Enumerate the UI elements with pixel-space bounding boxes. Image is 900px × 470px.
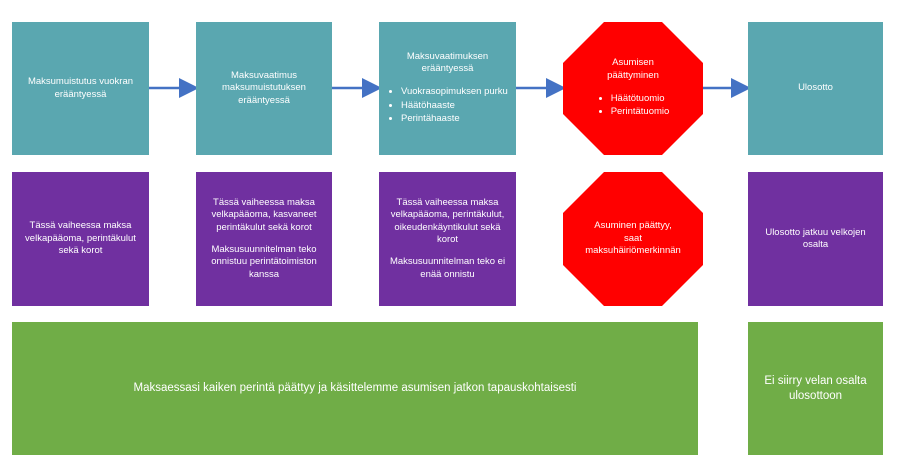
list-item: Perintähaaste: [401, 113, 508, 125]
info-box-1: Tässä vaiheessa maksa velkapääoma, perin…: [12, 172, 149, 306]
info-box-1-text: Tässä vaiheessa maksa velkapääoma, perin…: [25, 220, 136, 257]
step-enforcement: Ulosotto: [748, 22, 883, 155]
step-housing-ends-list: Häätötuomio Perintätuomio: [597, 92, 670, 120]
step-demand-due-title: Maksuvaatimuksen erääntyessä: [406, 50, 489, 74]
step-payment-demand-label: Maksuvaatimus maksumuistutuksen erääntye…: [222, 69, 306, 106]
outcome-no-enforcement-text: Ei siirry velan osalta ulosottoon: [764, 374, 867, 402]
list-item: Perintätuomio: [611, 106, 670, 118]
info-box-3-text-1: Tässä vaiheessa maksa velkapääoma, perin…: [390, 196, 505, 245]
list-item: Häätötuomio: [611, 93, 670, 105]
octagon-stop-1: [563, 22, 703, 155]
info-box-5: Ulosotto jatkuu velkojen osalta: [748, 172, 883, 306]
info-box-3: Tässä vaiheessa maksa velkapääoma, perin…: [379, 172, 516, 306]
info-box-2-text-2: Maksusuunnitelman teko onnistuu perintät…: [211, 244, 317, 280]
step-housing-ends: Asumisen päättyminen Häätötuomio Perintä…: [563, 22, 703, 155]
info-box-2-text-1: Tässä vaiheessa maksa velkapääoma, kasva…: [211, 196, 317, 233]
step-payment-reminder-label: Maksumuistutus vuokran erääntyessä: [27, 76, 134, 100]
info-box-3-text-2: Maksusuunnitelman teko ei enää onnistu: [389, 256, 506, 280]
info-box-5-text: Ulosotto jatkuu velkojen osalta: [765, 226, 866, 250]
step-payment-reminder: Maksumuistutus vuokran erääntyessä: [12, 22, 149, 155]
outcome-paid-box: Maksaessasi kaiken perintä päättyy ja kä…: [12, 322, 698, 455]
info-octagon: Asuminen päättyy, saat maksuhäiriömerkin…: [563, 172, 703, 306]
step-housing-ends-title: Asumisen päättyminen: [607, 57, 659, 81]
outcome-paid-text: Maksaessasi kaiken perintä päättyy ja kä…: [133, 382, 577, 395]
step-payment-demand: Maksuvaatimus maksumuistutuksen erääntye…: [196, 22, 332, 155]
octagon-stop-2: [563, 172, 703, 306]
step-enforcement-label: Ulosotto: [798, 82, 833, 94]
step-demand-due: Maksuvaatimuksen erääntyessä Vuokrasopim…: [379, 22, 516, 155]
list-item: Vuokrasopimuksen purku: [401, 86, 508, 98]
step-demand-due-list: Vuokrasopimuksen purku Häätöhaaste Perin…: [387, 85, 508, 126]
outcome-no-enforcement-box: Ei siirry velan osalta ulosottoon: [748, 322, 883, 455]
list-item: Häätöhaaste: [401, 100, 508, 112]
info-box-2: Tässä vaiheessa maksa velkapääoma, kasva…: [196, 172, 332, 306]
info-octagon-text: Asuminen päättyy, saat maksuhäiriömerkin…: [585, 220, 681, 257]
